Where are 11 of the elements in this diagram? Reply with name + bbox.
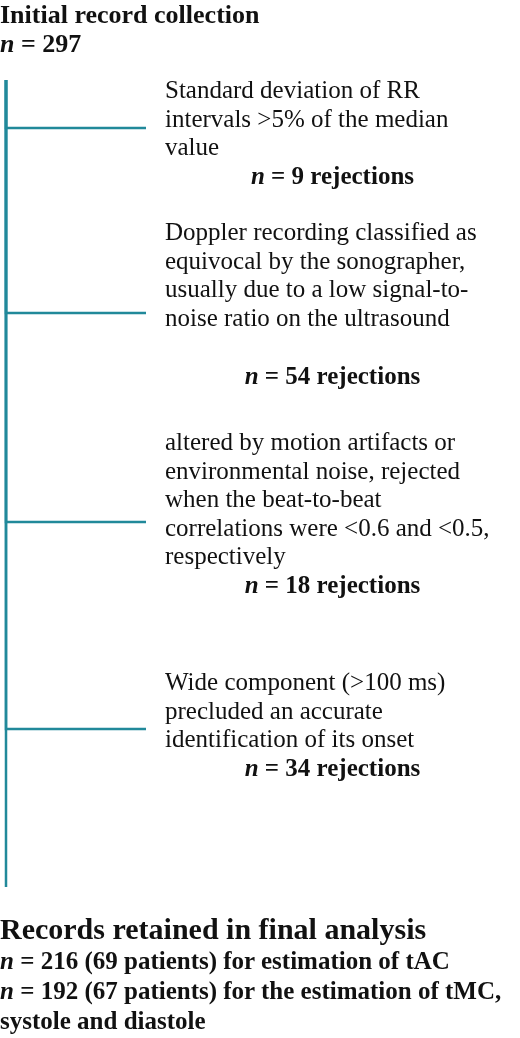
rejection-count: n = 9 rejections (249, 161, 416, 190)
rejection-count: n = 34 rejections (243, 753, 422, 782)
count-text: n = 297 (0, 29, 82, 58)
heading: Initial record collection (0, 0, 260, 29)
criterion-text: Doppler recording classified as equivocal by the sonographer, usually due to a low signal-to-noise ratio on the ultrasound (165, 218, 478, 332)
rejection-count: n = 54 rejections (243, 362, 422, 391)
heading: Records retained in final analysis (0, 912, 427, 946)
result-text: n = 192 (67 patients) for the estimation of tMC, systole and diastole (0, 976, 503, 1036)
rejection-count: n = 18 rejections (243, 570, 422, 599)
connector-line (4, 80, 146, 731)
result-text: n = 216 (69 patients) for estimation of tAC (0, 946, 451, 976)
